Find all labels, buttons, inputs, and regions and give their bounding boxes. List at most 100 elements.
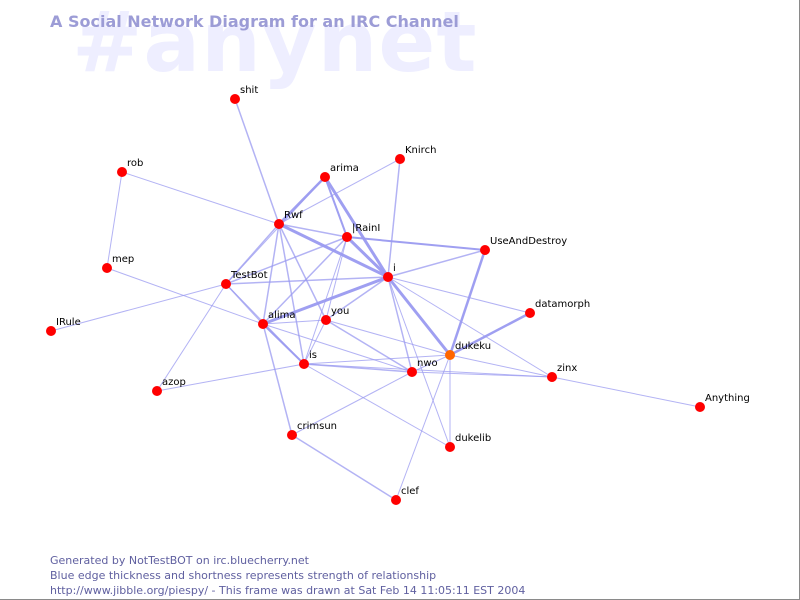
edge-rob-mep	[106, 171, 123, 269]
node-you: you	[321, 306, 349, 325]
edge-layer	[50, 98, 701, 501]
edge-arima-IRainI	[324, 176, 348, 238]
edge-is-dukelib	[303, 363, 451, 448]
node-clef: clef	[391, 486, 419, 505]
footer: Generated by NotTestBOT on irc.bluecherr…	[50, 553, 525, 598]
edge-IRainI-UseAndDestroy	[346, 236, 486, 251]
node-label-dukeku: dukeku	[455, 341, 491, 352]
node-i: i	[383, 263, 396, 282]
node-Rwf: Rwf	[274, 210, 303, 229]
edge-is-dukeku	[303, 354, 451, 365]
edge-Rwf-TestBot	[225, 223, 280, 285]
edge-i-nwo	[387, 276, 413, 373]
node-shit: shit	[230, 85, 258, 104]
edge-IRainI-i	[345, 235, 390, 279]
node-dot-clef	[391, 495, 401, 505]
edge-UseAndDestroy-dukeku	[448, 249, 487, 356]
node-IRule: IRule	[46, 317, 81, 336]
node-dot-azop	[152, 386, 162, 396]
node-dukeku: dukeku	[445, 341, 491, 360]
edge-Knirch-i	[387, 158, 401, 278]
edge-TestBot-azop	[156, 283, 227, 392]
node-label-TestBot: TestBot	[230, 270, 268, 281]
edge-Rwf-alima	[262, 223, 280, 325]
node-label-you: you	[331, 306, 349, 317]
node-label-azop: azop	[162, 377, 186, 388]
node-dot-alima	[258, 319, 268, 329]
node-label-dukelib: dukelib	[455, 433, 491, 444]
node-dot-nwo	[407, 367, 417, 377]
node-azop: azop	[152, 377, 186, 396]
footer-legend: Blue edge thickness and shortness repres…	[50, 569, 437, 582]
edge-you-is	[303, 319, 327, 365]
diagram-title: A Social Network Diagram for an IRC Chan…	[50, 12, 459, 31]
node-nwo: nwo	[407, 358, 438, 377]
node-dot-datamorph	[525, 308, 535, 318]
node-alima: alima	[258, 310, 296, 329]
node-dot-Anything	[695, 402, 705, 412]
node-label-alima: alima	[268, 310, 296, 321]
edge-crimsun-clef	[291, 434, 397, 501]
edge-alima-crimsun	[262, 323, 293, 436]
node-dot-Rwf	[274, 219, 284, 229]
edge-i-dukelib	[387, 276, 451, 448]
node-is: is	[299, 350, 317, 369]
edge-nwo-dukeku	[411, 354, 451, 373]
edge-i-datamorph	[387, 276, 531, 314]
node-label-shit: shit	[240, 85, 258, 96]
edge-alima-nwo	[262, 323, 413, 373]
node-label-IRule: IRule	[56, 317, 81, 328]
node-IRainI: |RainI	[342, 223, 380, 242]
edge-is-zinx	[303, 363, 553, 378]
node-label-crimsun: crimsun	[297, 421, 337, 432]
node-label-UseAndDestroy: UseAndDestroy	[490, 236, 567, 247]
node-dot-dukelib	[445, 442, 455, 452]
edge-is-azop	[156, 363, 305, 392]
node-label-clef: clef	[401, 486, 419, 497]
node-Knirch: Knirch	[395, 145, 436, 164]
node-rob: rob	[117, 158, 143, 177]
node-dot-you	[321, 315, 331, 325]
node-arima: arima	[320, 163, 359, 182]
node-Anything: Anything	[695, 393, 750, 412]
node-dot-zinx	[547, 372, 557, 382]
node-zinx: zinx	[547, 363, 577, 382]
node-mep: mep	[102, 254, 134, 273]
edge-alima-is	[262, 323, 305, 365]
node-dot-TestBot	[221, 279, 231, 289]
node-dukelib: dukelib	[445, 433, 491, 452]
node-label-i: i	[393, 263, 396, 274]
footer-url-timestamp: http://www.jibble.org/piespy/ - This fra…	[50, 584, 526, 597]
node-dot-IRainI	[342, 232, 352, 242]
node-dot-IRule	[46, 326, 56, 336]
node-label-IRainI: |RainI	[352, 223, 380, 234]
edge-you-dukeku	[325, 319, 451, 356]
node-dot-crimsun	[287, 430, 297, 440]
node-dot-UseAndDestroy	[480, 245, 490, 255]
edge-i-you	[325, 276, 389, 321]
edge-Knirch-Rwf	[278, 158, 401, 225]
edge-i-dukeku	[386, 276, 452, 356]
edge-nwo-crimsun	[291, 371, 413, 436]
node-UseAndDestroy: UseAndDestroy	[480, 236, 567, 255]
node-crimsun: crimsun	[287, 421, 337, 440]
node-dot-Knirch	[395, 154, 405, 164]
node-datamorph: datamorph	[525, 299, 590, 318]
edge-rob-Rwf	[121, 171, 280, 225]
node-label-zinx: zinx	[557, 363, 577, 374]
node-dot-rob	[117, 167, 127, 177]
edge-i-TestBot	[225, 276, 389, 285]
edge-shit-Rwf	[234, 98, 280, 225]
node-dot-i	[383, 272, 393, 282]
node-label-datamorph: datamorph	[535, 299, 590, 310]
node-dot-arima	[320, 172, 330, 182]
edge-IRainI-TestBot	[225, 236, 348, 285]
edge-mep-alima	[106, 267, 264, 325]
edge-arima-i	[323, 176, 390, 278]
edge-i-UseAndDestroy	[387, 249, 486, 278]
edge-alima-you	[262, 319, 327, 325]
footer-generated-by: Generated by NotTestBOT on irc.bluecherr…	[50, 554, 309, 567]
